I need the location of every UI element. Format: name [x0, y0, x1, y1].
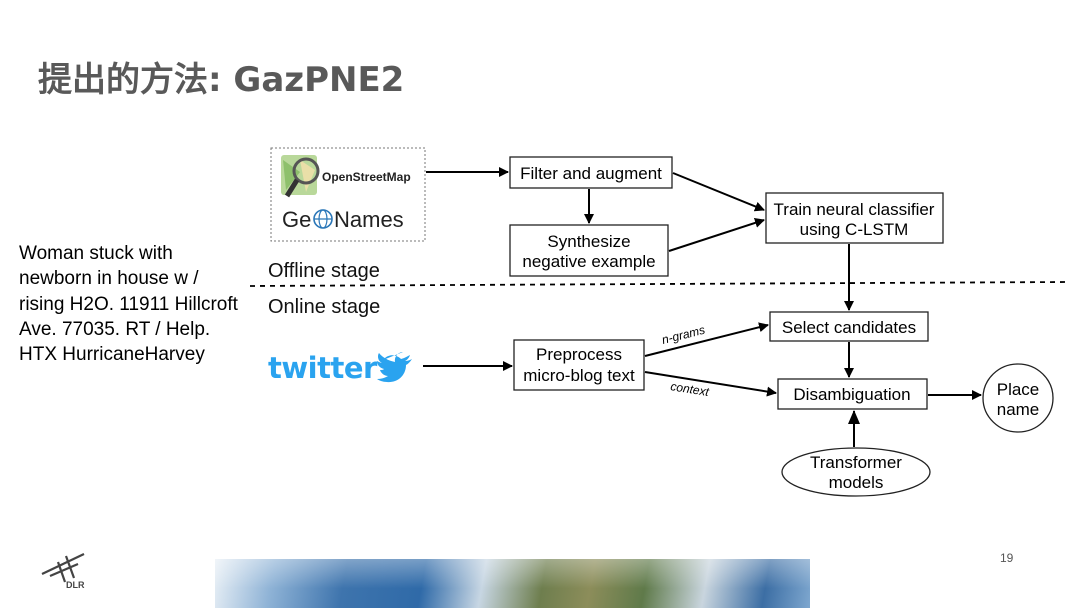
dlr-logo-text: DLR: [66, 580, 85, 590]
online-stage-label: Online stage: [268, 296, 380, 318]
geonames-label-suffix: Names: [334, 207, 404, 232]
preprocess-label-2: micro-blog text: [523, 366, 635, 385]
transformer-label-2: models: [829, 473, 884, 492]
disambiguation-box: Disambiguation: [777, 378, 928, 410]
synthesize-label-2: negative example: [522, 252, 655, 271]
train-label-1: Train neural classifier: [774, 200, 935, 219]
preprocess-box: Preprocess micro-blog text: [513, 339, 645, 391]
place-label-1: Place: [997, 380, 1040, 399]
page-number: 19: [1000, 551, 1014, 565]
place-label-2: name: [997, 400, 1040, 419]
dlr-logo-icon: DLR: [41, 553, 85, 590]
transformer-models-node: Transformer models: [781, 447, 931, 497]
arrow-filter-train: [672, 172, 765, 212]
arrow-preprocess-select: [644, 322, 769, 357]
disambiguation-label: Disambiguation: [793, 385, 910, 404]
tweet-example: Woman stuck with newborn in house w / ri…: [19, 243, 238, 366]
select-candidates-label: Select candidates: [782, 318, 916, 337]
transformer-label-1: Transformer: [810, 453, 902, 472]
select-candidates-box: Select candidates: [769, 311, 929, 342]
place-name-node: Place name: [982, 363, 1054, 433]
geonames-label-prefix: Ge: [282, 207, 311, 232]
train-label-2: using C-LSTM: [800, 220, 909, 239]
synthesize-label-1: Synthesize: [547, 232, 630, 251]
twitter-logo-icon: twitter: [268, 351, 412, 385]
osm-label: OpenStreetMap: [322, 170, 411, 184]
context-edge-label: context: [670, 379, 711, 399]
earth-banner-shade: [215, 559, 810, 608]
synthesize-box: Synthesize negative example: [509, 224, 669, 277]
globe-icon: [313, 209, 333, 229]
gazetteer-sources: OpenStreetMap Ge Names: [270, 147, 426, 242]
stage-divider: [249, 281, 1069, 287]
openstreetmap-logo-icon: [281, 155, 320, 198]
slide-title: 提出的方法: GazPNE2: [38, 60, 405, 100]
offline-stage-label: Offline stage: [268, 260, 380, 282]
filter-augment-label: Filter and augment: [520, 164, 662, 183]
arrow-preprocess-disambiguation: [644, 371, 777, 397]
arrow-synthesize-train: [668, 218, 765, 252]
filter-augment-box: Filter and augment: [509, 156, 673, 189]
preprocess-label-1: Preprocess: [536, 345, 622, 364]
earth-banner-image: [215, 559, 810, 608]
train-classifier-box: Train neural classifier using C-LSTM: [765, 192, 944, 244]
twitter-wordmark: twitter: [268, 351, 378, 385]
